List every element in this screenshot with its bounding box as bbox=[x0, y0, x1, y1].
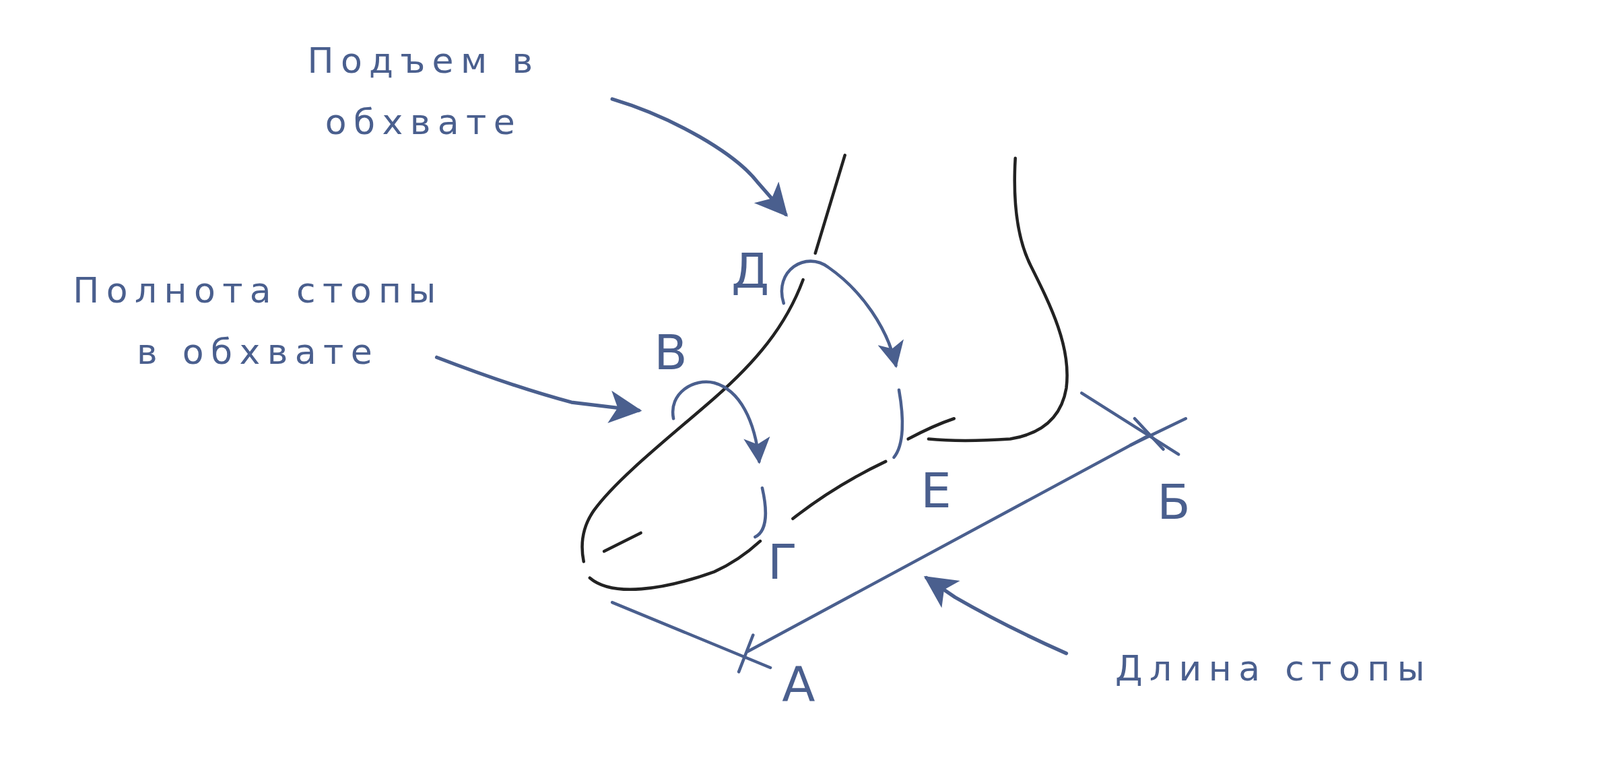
measure-label: Подъем в обхвате bbox=[265, 30, 582, 153]
heel-line bbox=[928, 158, 1068, 441]
point-letter: Е bbox=[920, 465, 952, 515]
girth-arc bbox=[893, 389, 903, 458]
dimension-line bbox=[748, 437, 1147, 652]
point-letter: Д bbox=[731, 246, 770, 295]
dimension-mark bbox=[738, 418, 1186, 672]
shin-line bbox=[815, 154, 846, 253]
measure-label: Длина стопы bbox=[1037, 637, 1510, 699]
point-letter: В bbox=[653, 327, 687, 377]
instep-line bbox=[582, 279, 804, 561]
girth-arc bbox=[754, 487, 765, 537]
foot-outline bbox=[582, 154, 1068, 589]
point-letter: Г bbox=[767, 537, 798, 586]
sole-line bbox=[792, 461, 886, 519]
toe-line bbox=[604, 532, 642, 551]
girth-arc bbox=[781, 261, 897, 366]
measure-label: Полнота стопы в обхвате bbox=[71, 259, 445, 383]
measure-lines bbox=[437, 98, 1186, 672]
leader-arrow bbox=[437, 356, 640, 411]
sole-line bbox=[589, 540, 761, 590]
extension-line bbox=[612, 602, 771, 668]
leader-arrow bbox=[612, 98, 786, 215]
point-letter: Б bbox=[1156, 477, 1190, 526]
sole-line bbox=[908, 418, 955, 439]
point-letter: А bbox=[781, 659, 815, 708]
girth-arc bbox=[672, 381, 759, 462]
leader-arrow bbox=[926, 577, 1067, 654]
